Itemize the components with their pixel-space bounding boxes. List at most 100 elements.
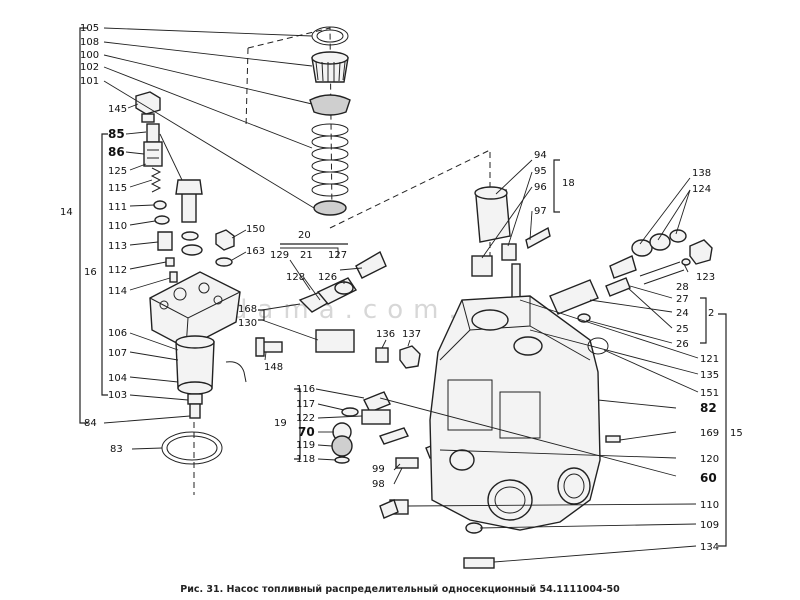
part-28 — [681, 258, 691, 266]
label-70: 70 — [298, 425, 315, 439]
figure-caption: Рис. 31. Насос топливный распределительн… — [180, 584, 620, 595]
bracket-2 — [700, 297, 707, 344]
label-112: 112 — [108, 265, 127, 276]
label-110-top: 110 — [108, 221, 127, 232]
washer-109 — [465, 522, 483, 534]
pin-97 — [525, 226, 551, 250]
label-114: 114 — [108, 286, 127, 297]
plunger-104 — [177, 381, 213, 395]
part-116 — [363, 391, 391, 413]
plug-145 — [135, 91, 161, 115]
washer-111 — [153, 200, 167, 210]
label-163: 163 — [246, 246, 265, 257]
ring-83 — [161, 431, 223, 465]
group-brackets — [79, 27, 727, 547]
part-114 — [169, 271, 178, 283]
label-2: 2 — [708, 308, 714, 319]
main-pump-body — [379, 295, 621, 569]
right-valve-group-2 — [549, 229, 713, 323]
screw-148 — [261, 341, 283, 353]
nut-137 — [399, 345, 421, 369]
label-25: 25 — [676, 324, 689, 335]
label-129: 129 — [270, 250, 289, 261]
valve-113 — [157, 231, 173, 251]
label-117: 117 — [296, 399, 315, 410]
label-134: 134 — [700, 542, 719, 553]
label-82: 82 — [700, 401, 717, 415]
ring-138 — [669, 229, 687, 243]
label-102: 102 — [80, 62, 99, 73]
sleeve-group-18 — [471, 186, 551, 305]
label-103: 103 — [108, 390, 127, 401]
label-118: 118 — [296, 454, 315, 465]
label-125: 125 — [108, 166, 127, 177]
label-84: 84 — [84, 418, 97, 429]
label-99: 99 — [372, 464, 385, 475]
label-113: 113 — [108, 241, 127, 252]
label-168: 168 — [238, 304, 257, 315]
label-98: 98 — [372, 479, 385, 490]
part-103 — [187, 393, 203, 405]
label-106: 106 — [108, 328, 127, 339]
ring-151 — [587, 337, 609, 355]
label-119: 119 — [296, 440, 315, 451]
fitting-86 — [143, 141, 163, 167]
label-20: 20 — [298, 230, 311, 241]
head-block — [149, 271, 241, 349]
part-127 — [355, 250, 387, 279]
label-115: 115 — [108, 183, 127, 194]
bolt-98 — [395, 457, 419, 469]
label-110-bottom: 110 — [700, 500, 719, 511]
label-27: 27 — [676, 294, 689, 305]
label-120: 120 — [700, 454, 719, 465]
part-96 — [471, 255, 493, 277]
label-97: 97 — [534, 206, 547, 217]
part-118 — [334, 456, 350, 464]
governor-parts-19 — [331, 391, 441, 469]
fitting-85 — [146, 123, 160, 143]
label-85: 85 — [108, 127, 125, 141]
label-104: 104 — [108, 373, 127, 384]
bracket-14 — [79, 27, 88, 424]
label-130: 130 — [238, 318, 257, 329]
label-94: 94 — [534, 150, 547, 161]
valve-body-24 — [549, 279, 599, 315]
label-100: 100 — [80, 50, 99, 61]
label-128: 128 — [286, 272, 305, 283]
part-122 — [361, 409, 391, 425]
label-21: 21 — [300, 250, 313, 261]
pump-head-assembly — [149, 271, 247, 465]
label-60: 60 — [700, 471, 717, 485]
label-151: 151 — [700, 388, 719, 399]
label-26: 26 — [676, 339, 689, 350]
label-136: 136 — [376, 329, 395, 340]
bracket-18 — [553, 159, 560, 213]
label-137: 137 — [402, 329, 421, 340]
label-126: 126 — [318, 272, 337, 283]
label-169: 169 — [700, 428, 719, 439]
label-83: 83 — [110, 444, 123, 455]
label-16: 16 — [84, 267, 97, 278]
label-121: 121 — [700, 354, 719, 365]
part-112 — [165, 257, 175, 267]
part-117 — [341, 407, 359, 417]
label-24: 24 — [676, 308, 689, 319]
label-122: 122 — [296, 413, 315, 424]
washer-163 — [215, 257, 233, 267]
middle-small-parts — [215, 229, 421, 369]
part-136 — [375, 347, 389, 363]
plunger-barrel-107 — [175, 341, 215, 389]
nut-123 — [689, 239, 713, 265]
leader-lines — [103, 27, 699, 563]
label-111: 111 — [108, 202, 127, 213]
label-109: 109 — [700, 520, 719, 531]
label-105: 105 — [80, 23, 99, 34]
label-145: 145 — [108, 104, 127, 115]
spring-115 — [150, 167, 162, 193]
label-135: 135 — [700, 370, 719, 381]
label-116: 116 — [296, 384, 315, 395]
label-138: 138 — [692, 168, 711, 179]
part-25 — [605, 277, 631, 297]
label-150: 150 — [246, 224, 265, 235]
label-148: 148 — [264, 362, 283, 373]
